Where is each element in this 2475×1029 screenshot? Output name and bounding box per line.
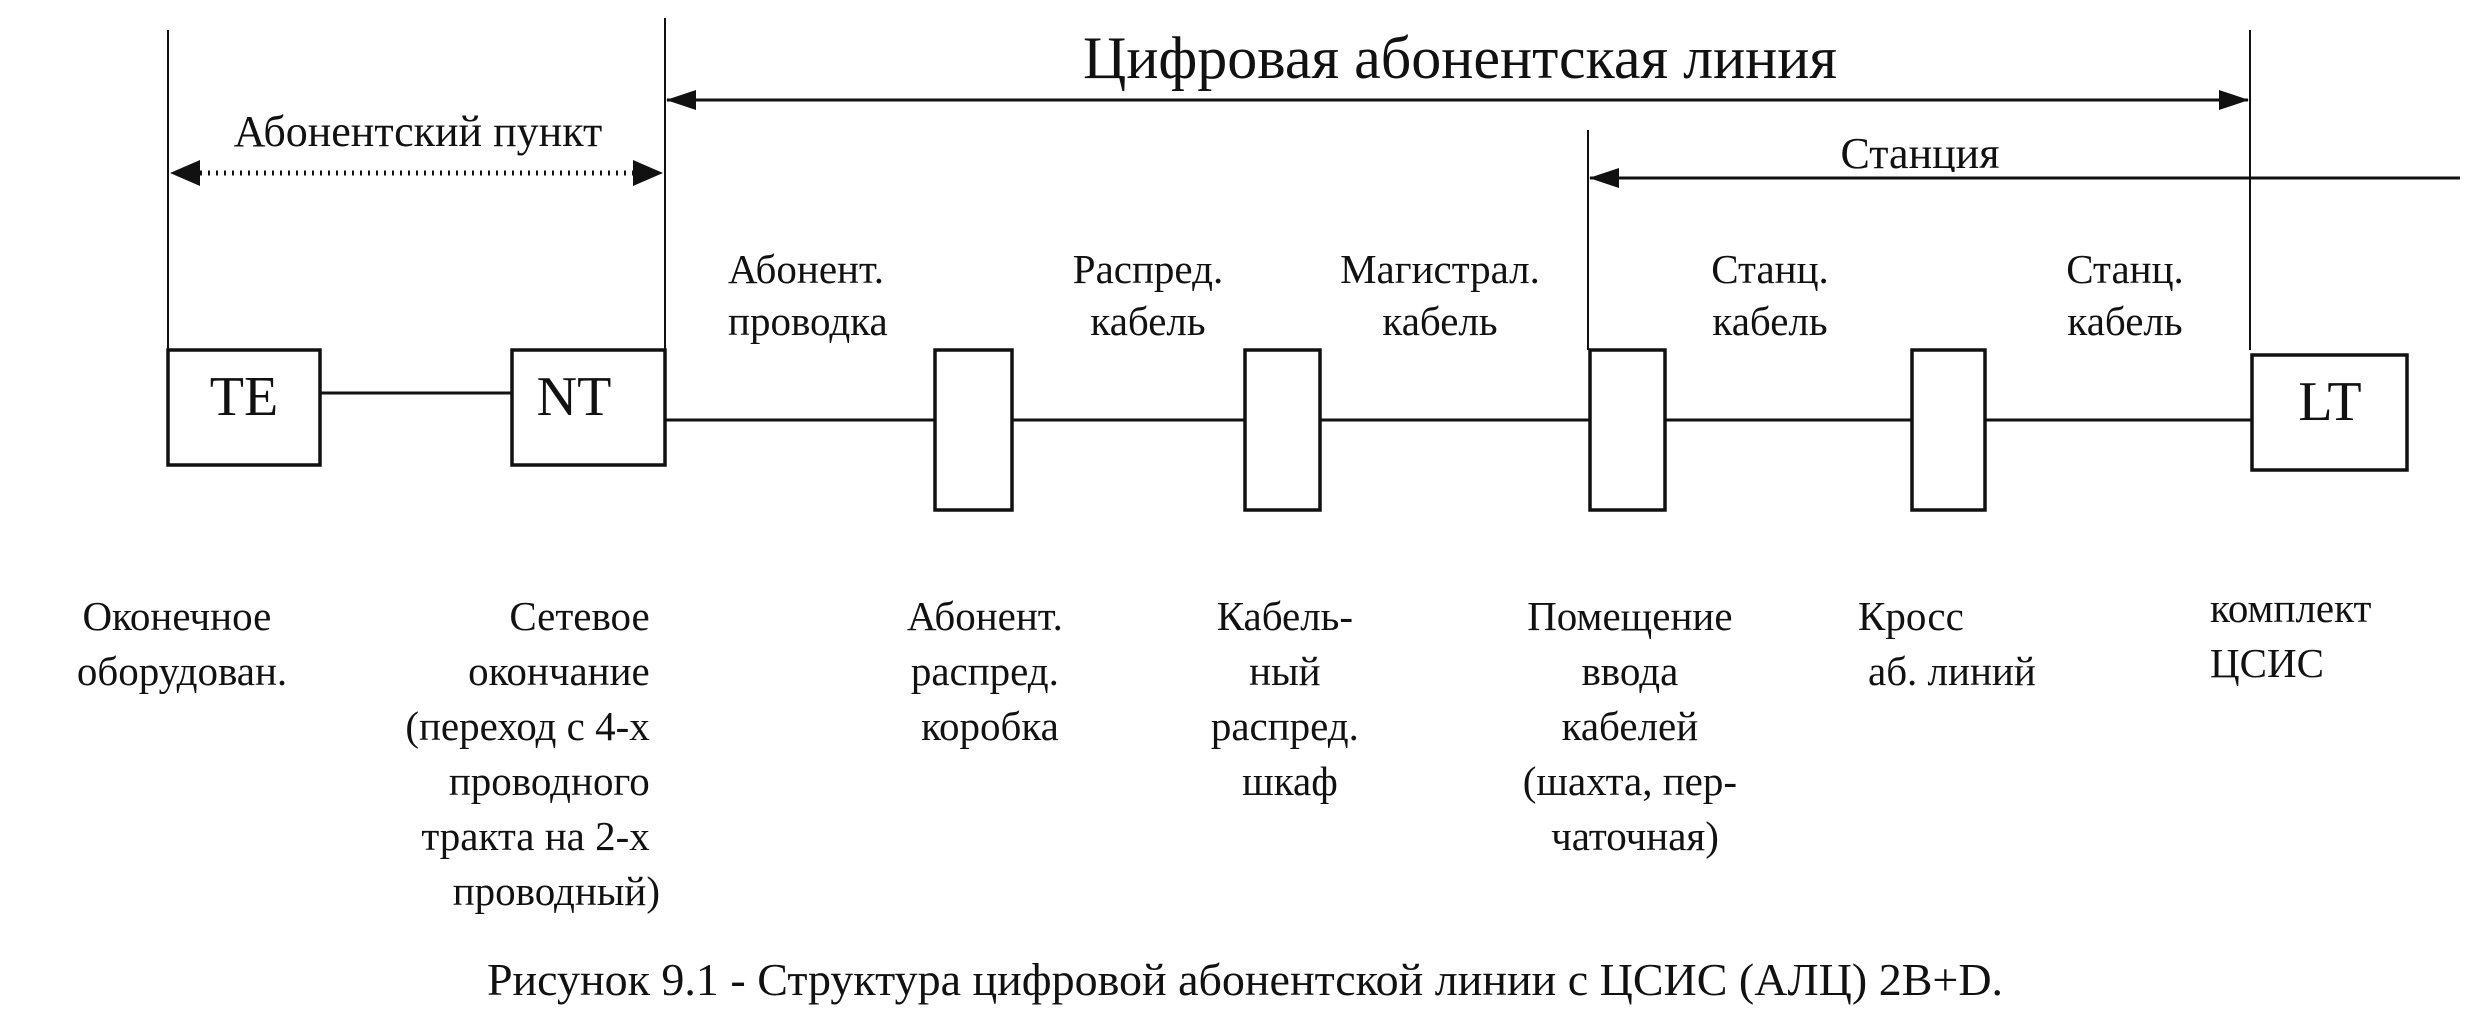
cabinet-block <box>1243 348 1322 512</box>
subscriber-point-label: Абонентский пункт <box>234 107 602 156</box>
component-label: проводный) <box>453 868 660 914</box>
component-label: чаточная) <box>1551 813 1719 859</box>
lt-block <box>2250 353 2409 472</box>
svg-text:Абонент.проводка: Абонент. проводка <box>728 246 888 344</box>
component-label: кабелей <box>1562 703 1699 749</box>
segment-label: кабель <box>1382 298 1497 344</box>
svg-text:Оконечное оборудован.: Оконечное оборудован. <box>77 593 287 694</box>
component-label: шкаф <box>1242 758 1338 804</box>
svg-text:Станц.кабель: Станц. кабель <box>2066 246 2184 344</box>
svg-text:Станц.кабель: Станц. кабель <box>1711 246 1829 344</box>
component-labels: Оконечное оборудован. Сетевое окончание … <box>77 585 2382 914</box>
component-label: аб. линий <box>1868 648 2036 694</box>
svg-text:Распред.кабель: Распред. кабель <box>1073 246 1223 344</box>
component-label: распред. <box>911 648 1059 694</box>
component-label: распред. <box>1211 703 1359 749</box>
segment-label: Станц. <box>2066 246 2184 292</box>
component-label: Оконечное <box>82 593 271 639</box>
component-label: ЦСИС <box>2210 640 2324 686</box>
svg-text:Кросс аб. линий: Кросс аб. линий <box>1858 593 2036 694</box>
segment-label: проводка <box>728 298 888 344</box>
component-label: Сетевое <box>509 593 649 639</box>
segment-label: кабель <box>2067 298 2182 344</box>
te-label: TE <box>210 366 278 428</box>
figure-caption: Рисунок 9.1 - Структура цифровой абонент… <box>487 954 2003 1005</box>
component-label: ввода <box>1581 648 1678 694</box>
svg-text:Кабель- ный распре: Кабель- ный распред. шкаф <box>1211 593 1369 804</box>
component-label: Кросс <box>1858 593 1964 639</box>
component-label: проводного <box>449 758 650 804</box>
nt-block <box>510 348 667 467</box>
component-label: коробка <box>921 703 1059 749</box>
component-label: Кабель- <box>1217 593 1353 639</box>
distribution-box-block <box>933 348 1014 512</box>
component-label: оборудован. <box>77 648 287 694</box>
diagram-title: Цифровая абонентская линия <box>1083 25 1837 91</box>
segment-label: кабель <box>1712 298 1827 344</box>
segment-label: Распред. <box>1073 246 1223 292</box>
component-label: комплект <box>2210 585 2371 631</box>
component-label: Абонент. <box>907 593 1063 639</box>
component-label: ный <box>1249 648 1320 694</box>
component-label: (шахта, пер- <box>1523 758 1737 804</box>
component-label: окончание <box>468 648 650 694</box>
segment-label: Абонент. <box>728 246 884 292</box>
lt-label: LT <box>2298 371 2361 433</box>
component-label: (переход с 4-х <box>405 703 649 749</box>
svg-text:Помещение ввода ка: Помещение ввода кабелей (шахта, пер- чат… <box>1523 593 1748 859</box>
segment-label: Станц. <box>1711 246 1829 292</box>
cross-block <box>1910 348 1987 512</box>
svg-text:комплект ЦСИС: комплект ЦСИС <box>2210 585 2382 686</box>
component-label: тракта на 2-х <box>421 813 649 859</box>
nt-label: NT <box>537 366 612 428</box>
svg-text:Сетевое окончание: Сетевое окончание (переход с 4-х проводн… <box>405 593 660 914</box>
station-label: Станция <box>1841 129 2000 178</box>
component-label: Помещение <box>1527 593 1732 639</box>
segment-label: Магистрал. <box>1340 246 1540 292</box>
cable-entry-block <box>1588 348 1667 512</box>
svg-text:Магистрал.кабель: Магистрал. кабель <box>1340 246 1540 344</box>
segment-labels: Абонент. проводка Распред. кабель Магистра… <box>728 246 2184 344</box>
svg-text:Абонент. распред.: Абонент. распред. коробка <box>907 593 1073 749</box>
te-block <box>166 348 322 467</box>
segment-label: кабель <box>1090 298 1205 344</box>
